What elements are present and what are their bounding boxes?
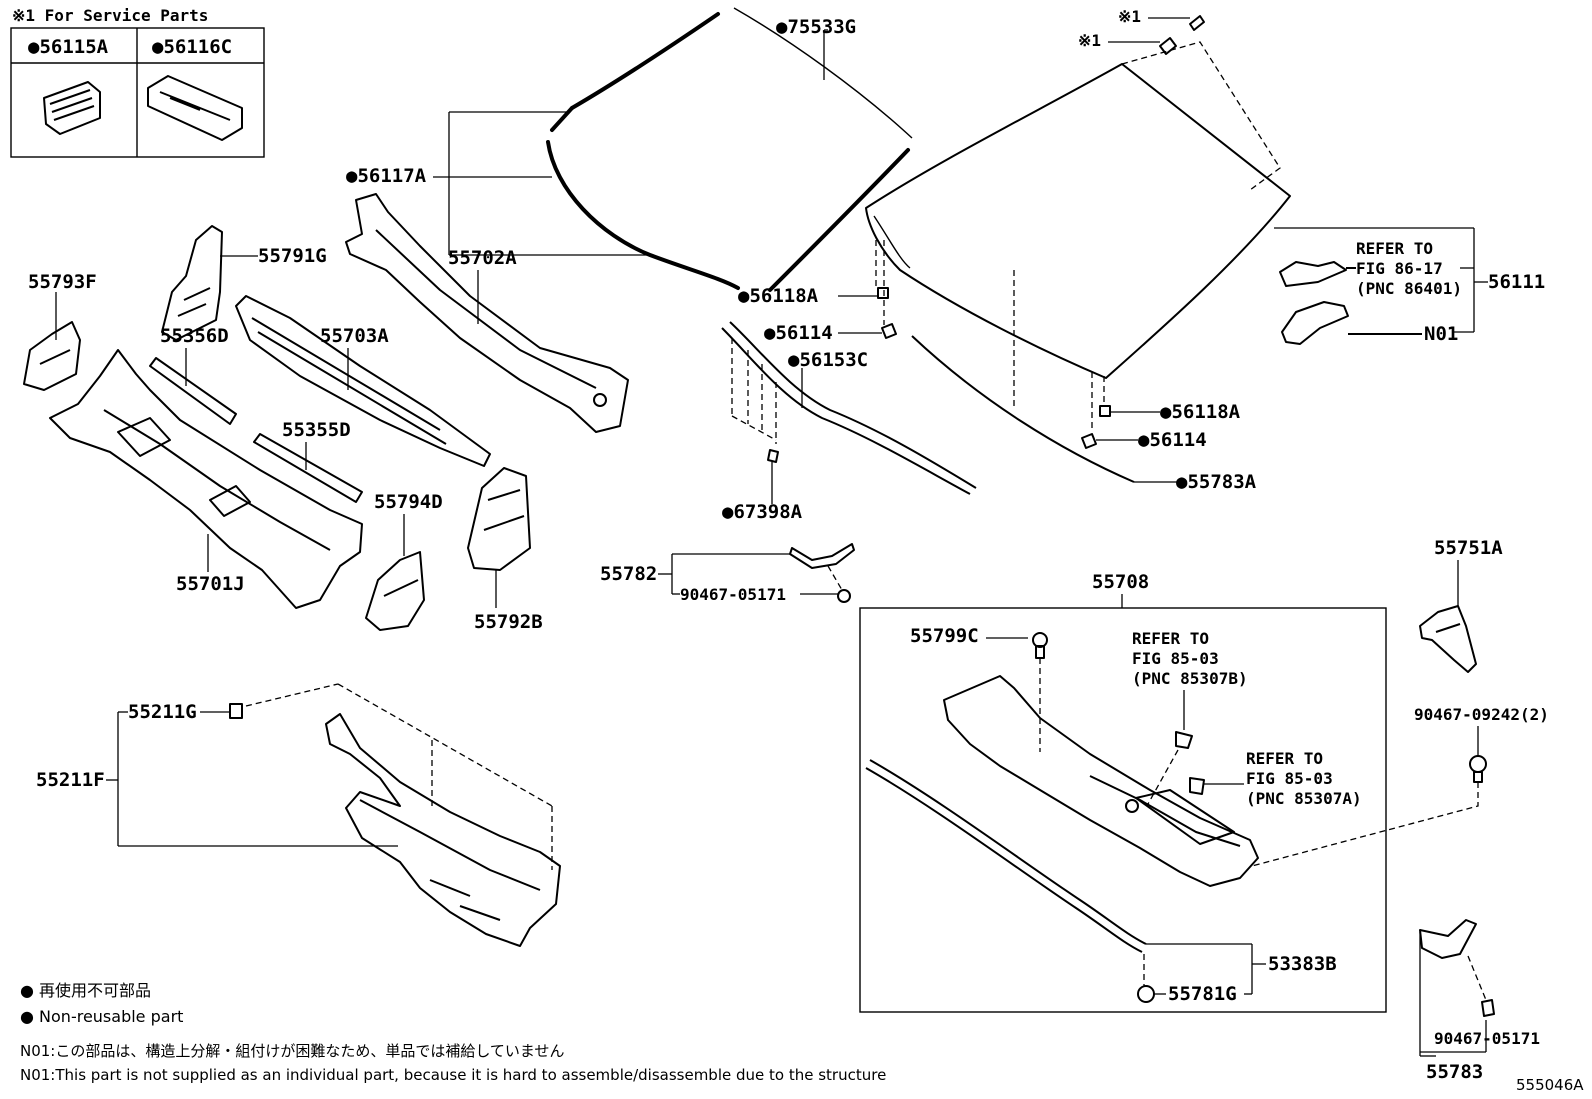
- refer-85307A-line2: FIG 85-03: [1246, 769, 1333, 788]
- service-parts-table: [10, 27, 265, 158]
- bracket-55211F: [106, 711, 398, 847]
- service-parts-title: ※1 For Service Parts: [12, 6, 208, 25]
- bracket-55783-drawing: [1419, 919, 1477, 959]
- moulding-clip-dashes: [731, 338, 777, 444]
- part-55792B: 55792B: [474, 611, 543, 633]
- panel-55703A: [235, 295, 491, 467]
- spacer-56114-left: [881, 323, 897, 339]
- bracket-55782-drawing: [789, 543, 855, 569]
- nut-90467-09242: [1469, 755, 1487, 783]
- part-56111: 56111: [1488, 271, 1545, 293]
- refer-86-17-line1: REFER TO: [1356, 239, 1433, 258]
- moulding-56153C: [721, 321, 977, 495]
- part-90467-09242: 90467-09242(2): [1414, 705, 1549, 724]
- cowl-top-55708: [943, 675, 1259, 887]
- bracket-55793F: [23, 321, 81, 391]
- box-55708: [859, 607, 1387, 1013]
- part-90467-05171-b: 90467-05171: [1434, 1029, 1540, 1048]
- bracket-55783: [1419, 932, 1487, 1057]
- clip-55799C-drawing: [1032, 632, 1048, 659]
- bracket-55751A: [1419, 605, 1477, 673]
- refer-85307B-line2: FIG 85-03: [1132, 649, 1219, 668]
- part-67398A: ●67398A: [722, 501, 803, 523]
- part-56116C-drawing: [147, 75, 243, 141]
- refer-85307A-line3: (PNC 85307A): [1246, 789, 1362, 808]
- clip-55781G-drawing: [1137, 985, 1155, 1003]
- part-55702A: 55702A: [448, 247, 517, 269]
- panel-55702A: [345, 193, 629, 433]
- part-55751A: 55751A: [1434, 537, 1503, 559]
- refer-85307B-line1: REFER TO: [1132, 629, 1209, 648]
- clip-67398A-drawing: [767, 449, 779, 463]
- windshield-glass-right: [865, 41, 1291, 483]
- clip-56118A-left: [877, 287, 889, 299]
- bracket-56111: [1274, 227, 1488, 333]
- cowl-assembly-55211F: [325, 713, 561, 947]
- part-90467-05171-a: 90467-05171: [680, 585, 786, 604]
- part-55211F: 55211F: [36, 769, 105, 791]
- refer-85307B-line3: (PNC 85307B): [1132, 669, 1248, 688]
- part-55791G: 55791G: [258, 245, 327, 267]
- nut-90467-05171-b: [1481, 999, 1495, 1017]
- part-75533G: ●75533G: [776, 16, 856, 38]
- part-55783A: ●55783A: [1176, 471, 1257, 493]
- part-56118A-left: ●56118A: [738, 285, 819, 307]
- figure-id: 555046A: [1516, 1076, 1584, 1094]
- part-55793F: 55793F: [28, 271, 97, 293]
- part-56115A-drawing: [43, 81, 101, 135]
- bracket-55792B: [467, 467, 531, 571]
- clip-56118A-right: [1099, 405, 1111, 417]
- cowl-panel-55701J: [49, 349, 363, 609]
- bracket-53383B: [1146, 943, 1266, 995]
- part-53383B: 53383B: [1268, 953, 1337, 975]
- seal-55355D: [253, 433, 363, 503]
- clip-85307B-drawing: [1175, 731, 1193, 749]
- refer-86-17-line3: (PNC 86401): [1356, 279, 1462, 298]
- note-n01-jp: N01:この部品は、構造上分解・組付けが困難なため、単品では補給していません: [20, 1042, 564, 1060]
- part-55799C: 55799C: [910, 625, 979, 647]
- part-56114-right: ●56114: [1138, 429, 1207, 451]
- bracket-55782: [658, 553, 838, 595]
- star1-label-a: ※1: [1118, 7, 1141, 26]
- part-N01: N01: [1424, 323, 1458, 345]
- part-55356D: 55356D: [160, 325, 229, 347]
- part-55794D: 55794D: [374, 491, 443, 513]
- dash-90467-09242: [1251, 782, 1479, 867]
- windshield-glass-front: [546, 7, 913, 292]
- part-55782: 55782: [600, 563, 657, 585]
- part-55781G: 55781G: [1168, 983, 1237, 1005]
- part-55355D: 55355D: [282, 419, 351, 441]
- part-56118A-right: ●56118A: [1160, 401, 1241, 423]
- bracket-55794D: [365, 551, 425, 631]
- part-56116C: ●56116C: [152, 36, 232, 58]
- n01-drawing: [1281, 301, 1422, 345]
- nut-90467-05171-a: [837, 589, 851, 603]
- part-55701J: 55701J: [176, 573, 245, 595]
- seal-55356D: [149, 357, 237, 425]
- part-55708: 55708: [1092, 571, 1149, 593]
- sensor-bracket-drawing: [1279, 261, 1356, 287]
- bracket-55791G: [161, 225, 223, 341]
- part-56114-left: ●56114: [764, 322, 833, 344]
- part-55211G: 55211G: [128, 701, 197, 723]
- legend-en: ● Non-reusable part: [20, 1007, 183, 1026]
- star1-label-b: ※1: [1078, 31, 1101, 50]
- part-56115A: ●56115A: [28, 36, 109, 58]
- part-55703A: 55703A: [320, 325, 389, 347]
- clip-55211G-drawing: [229, 703, 243, 719]
- clip-85307A-drawing: [1189, 777, 1205, 795]
- note-n01-en: N01:This part is not supplied as an indi…: [20, 1066, 886, 1084]
- part-56117A: ●56117A: [346, 165, 427, 187]
- refer-86-17-line2: FIG 86-17: [1356, 259, 1443, 278]
- assembly-55211F-dashes: [245, 683, 553, 870]
- refer-85307A-line1: REFER TO: [1246, 749, 1323, 768]
- spacer-56114-right: [1081, 433, 1097, 449]
- part-55783: 55783: [1426, 1061, 1483, 1083]
- seal-53383B: [865, 759, 1147, 953]
- part-56153C: ●56153C: [788, 349, 868, 371]
- legend-jp: ● 再使用不可部品: [20, 981, 151, 1000]
- bracket-56117A: [433, 111, 650, 256]
